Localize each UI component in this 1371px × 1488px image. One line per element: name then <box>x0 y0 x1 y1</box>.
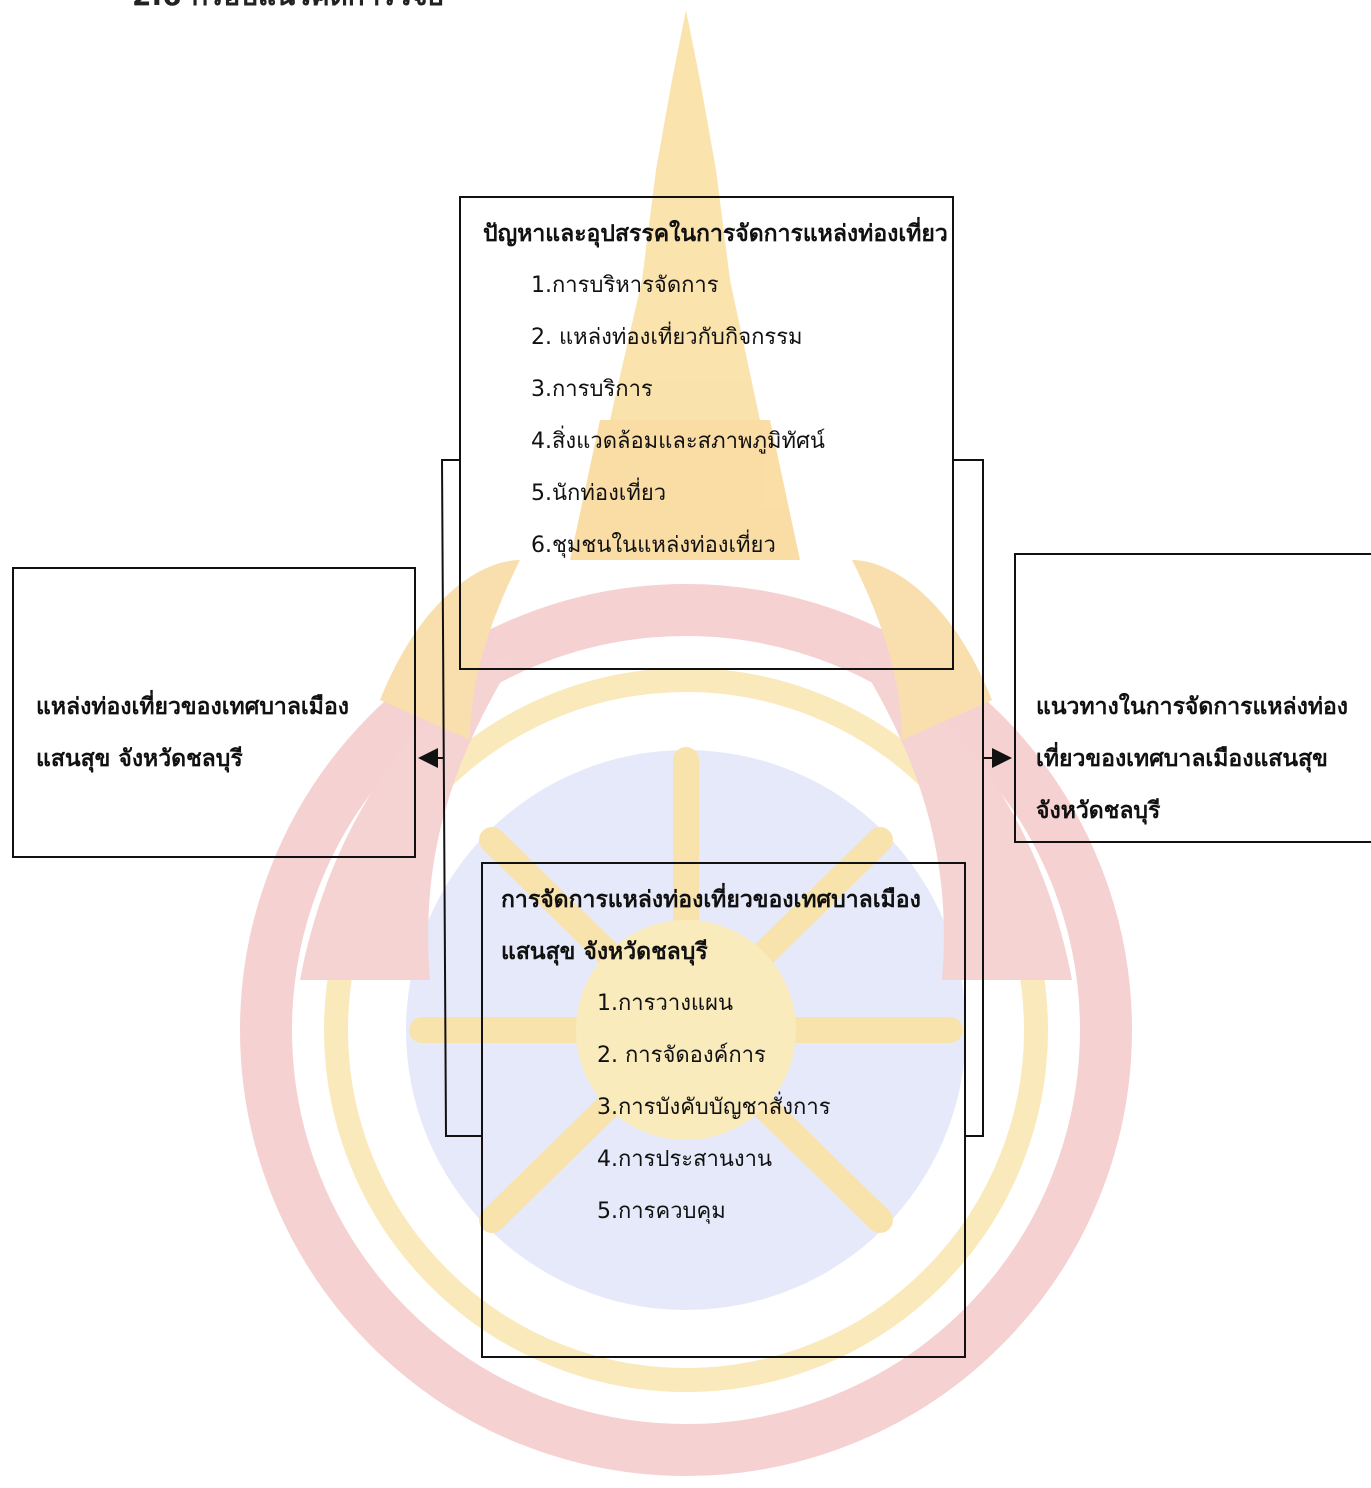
management-item: 1.การวางแผน <box>597 991 734 1016</box>
problems-list: 1.การบริหารจัดการ 2. แหล่งท่องเที่ยวกับก… <box>483 260 952 572</box>
problems-item: 6.ชุมชนในแหล่งท่องเที่ยว <box>531 533 776 558</box>
problems-item: 2. แหล่งท่องเที่ยวกับกิจกรรม <box>531 325 803 350</box>
guidelines-box: แนวทางในการจัดการแหล่งท่องเที่ยวของเทศบา… <box>1014 553 1371 843</box>
problems-item: 3.การบริการ <box>531 377 653 402</box>
problems-item: 1.การบริหารจัดการ <box>531 273 719 298</box>
attractions-box-title: แหล่งท่องเที่ยวของเทศบาลเมืองแสนสุข จังห… <box>36 694 349 772</box>
management-box: การจัดการแหล่งท่องเที่ยวของเทศบาลเมืองแส… <box>481 862 966 1358</box>
section-heading: 2.6 กรอบแนวคิดการวิจัย <box>132 0 444 18</box>
management-item: 3.การบังคับบัญชาสั่งการ <box>597 1095 831 1120</box>
problems-box: ปัญหาและอุปสรรคในการจัดการแหล่งท่องเที่ย… <box>459 196 954 670</box>
guidelines-box-title: แนวทางในการจัดการแหล่งท่องเที่ยวของเทศบา… <box>1036 694 1349 824</box>
management-box-title: การจัดการแหล่งท่องเที่ยวของเทศบาลเมืองแส… <box>501 887 921 965</box>
seal-spire <box>610 10 760 420</box>
problems-box-title: ปัญหาและอุปสรรคในการจัดการแหล่งท่องเที่ย… <box>483 221 948 247</box>
attractions-box: แหล่งท่องเที่ยวของเทศบาลเมืองแสนสุข จังห… <box>12 567 416 858</box>
management-list: 1.การวางแผน 2. การจัดองค์การ 3.การบังคับ… <box>501 978 964 1238</box>
management-item: 4.การประสานงาน <box>597 1147 773 1172</box>
management-item: 5.การควบคุม <box>597 1199 726 1224</box>
seal-spire-tiers <box>570 420 800 560</box>
problems-item: 4.สิ่งแวดล้อมและสภาพภูมิทัศน์ <box>531 429 825 454</box>
seal-mid-ring <box>324 668 1048 1392</box>
seal-outer-ring <box>240 584 1132 1476</box>
seal-inner-disc <box>406 750 966 1310</box>
problems-item: 5.นักท่องเที่ยว <box>531 481 667 506</box>
management-item: 2. การจัดองค์การ <box>597 1043 766 1068</box>
